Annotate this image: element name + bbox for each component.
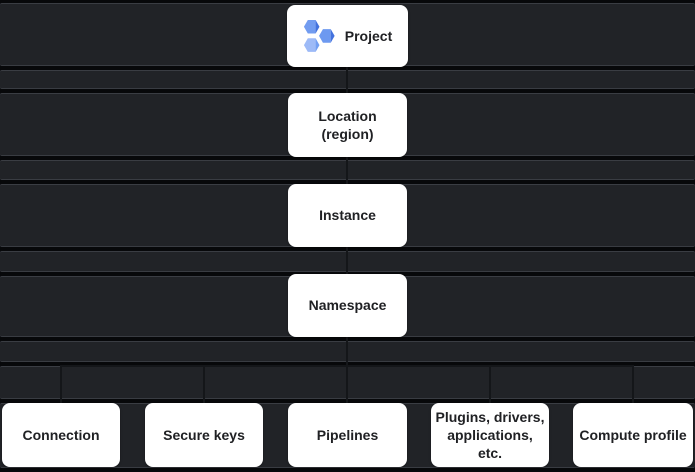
connector-instance-namespace [346, 247, 348, 274]
node-namespace: Namespace [288, 274, 407, 337]
node-compute-profile-label: Compute profile [579, 426, 687, 443]
node-plugins: Plugins, drivers, applications, etc. [431, 403, 549, 467]
connector-drop-pipelines [346, 365, 348, 403]
node-plugins-label: Plugins, drivers, applications, etc. [435, 408, 545, 462]
project-hexagons-icon [303, 18, 336, 54]
connector-location-instance [346, 157, 348, 184]
connector-drop-plugins [489, 365, 491, 403]
node-connection: Connection [2, 403, 120, 467]
node-location: Location (region) [288, 93, 407, 157]
node-secure-keys-label: Secure keys [163, 426, 245, 443]
connector-namespace-branch [346, 337, 348, 367]
node-namespace-label: Namespace [308, 297, 387, 314]
node-pipelines: Pipelines [288, 403, 407, 467]
node-instance: Instance [288, 184, 407, 247]
node-secure-keys: Secure keys [145, 403, 263, 467]
connector-drop-connection [60, 365, 62, 403]
connector-project-location [346, 67, 348, 93]
connector-drop-secure-keys [203, 365, 205, 403]
node-compute-profile: Compute profile [573, 403, 693, 467]
node-connection-label: Connection [22, 426, 100, 443]
connector-drop-compute-profile [632, 365, 634, 403]
node-project: Project [287, 5, 408, 67]
node-instance-label: Instance [319, 207, 376, 224]
node-pipelines-label: Pipelines [316, 426, 379, 443]
node-location-label: Location (region) [318, 107, 377, 142]
node-project-label: Project [344, 27, 393, 44]
